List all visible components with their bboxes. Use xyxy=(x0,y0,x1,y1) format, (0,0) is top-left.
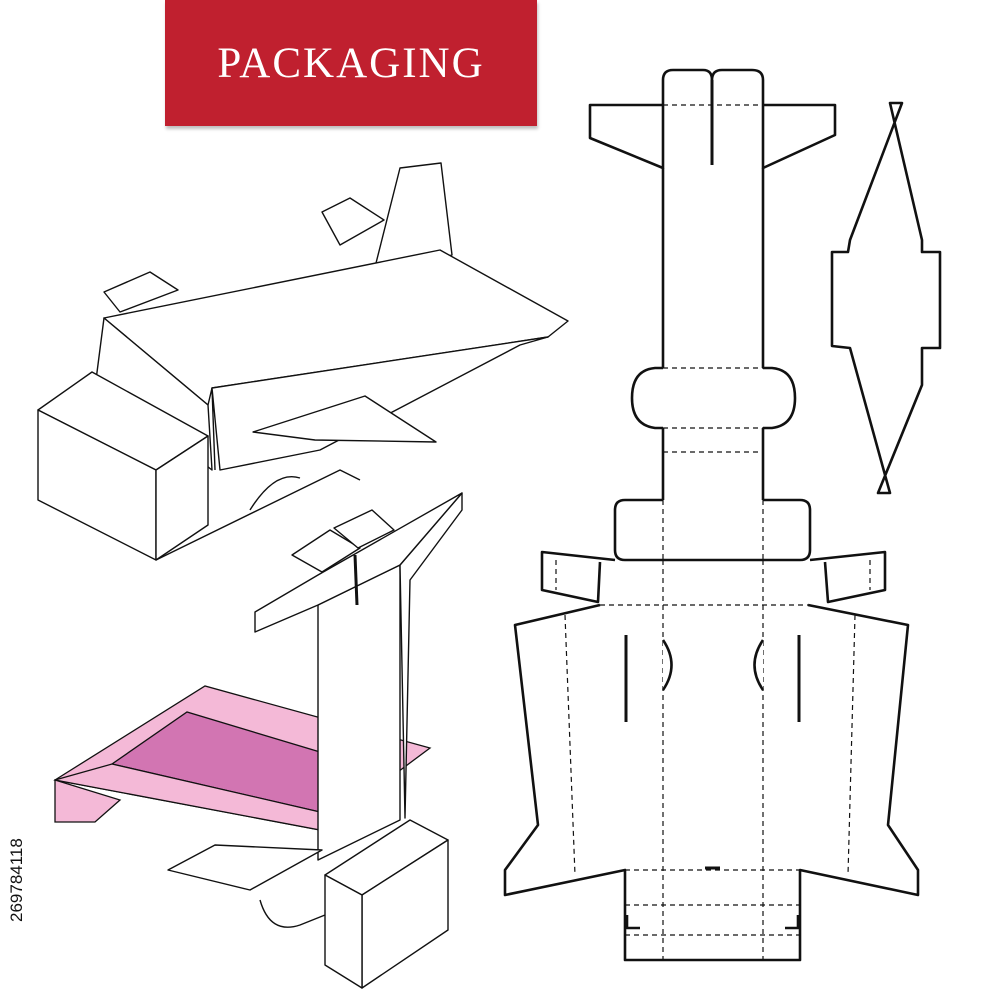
dieline-top-tab-right xyxy=(710,68,765,105)
top-tab-left xyxy=(291,529,361,573)
dieline-column-walls xyxy=(661,168,765,368)
pink-tray-flap xyxy=(54,779,122,823)
fuselage-edge xyxy=(211,387,216,471)
dieline-notch-right xyxy=(753,639,765,691)
dieline-side-tab-left xyxy=(540,550,616,604)
bottom-notch xyxy=(249,476,301,511)
dieline-body-panel xyxy=(503,603,920,962)
lower-box-front xyxy=(324,874,363,989)
dieline-middle-lobes xyxy=(630,366,797,430)
tail-stabilizer xyxy=(321,197,385,246)
dieline-corner-marks xyxy=(625,915,800,930)
bottom-plate xyxy=(155,469,361,561)
column-slit xyxy=(353,554,359,606)
dieline-top-tab-left xyxy=(661,68,714,105)
dieline-column-walls-2 xyxy=(661,428,765,500)
dieline-lower-block xyxy=(613,498,812,562)
dieline-tail-right xyxy=(761,103,837,170)
dieline-side-strip xyxy=(830,101,942,495)
nose-tab xyxy=(103,271,179,313)
dieline-tail-left xyxy=(588,103,665,170)
assembled-airplane-box xyxy=(37,162,569,561)
column-crossbar xyxy=(254,492,463,633)
lower-notch xyxy=(259,899,326,928)
dieline-template xyxy=(503,68,942,962)
dieline-fold-body-l xyxy=(564,614,576,876)
wing xyxy=(252,395,437,443)
dieline-side-tab-right xyxy=(809,550,887,604)
banner-title: PACKAGING xyxy=(217,39,485,87)
dieline-notch-left xyxy=(661,639,673,691)
top-tab-right xyxy=(333,509,395,549)
opened-airplane-box xyxy=(53,492,463,989)
title-banner: PACKAGING xyxy=(165,0,537,126)
lower-wing xyxy=(167,844,323,891)
base-box-side xyxy=(155,435,209,561)
upright-column xyxy=(317,564,401,861)
dieline-fold-body-r xyxy=(847,614,856,876)
